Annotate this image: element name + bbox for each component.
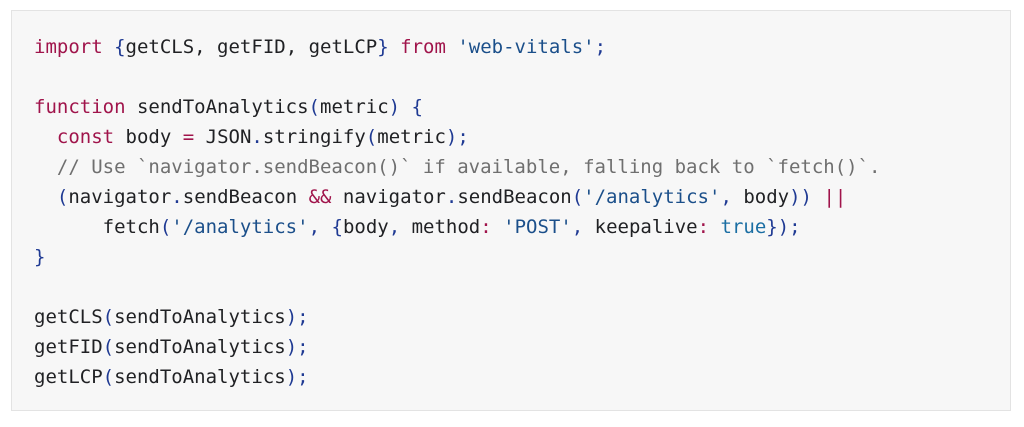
code-token (812, 186, 823, 208)
code-token: { (411, 96, 423, 118)
code-token: . (445, 186, 458, 208)
code-token: getFID (34, 336, 103, 358)
code-token: sendToAnalytics (114, 306, 286, 328)
code-line: } (34, 242, 1010, 272)
code-line: // Use `navigator.sendBeacon()` if avail… (34, 152, 1010, 182)
code-token: getLCP (34, 366, 103, 388)
code-token: , (571, 216, 584, 238)
code-token: }); (766, 216, 801, 238)
code-block: import {getCLS, getFID, getLCP} from 'we… (11, 10, 1011, 411)
code-token: ; (297, 336, 309, 358)
code-line: import {getCLS, getFID, getLCP} from 'we… (34, 32, 1010, 62)
code-token (320, 216, 331, 238)
code-token: : (480, 216, 492, 238)
code-token (103, 36, 114, 58)
code-token (446, 36, 457, 58)
code-token: ; (297, 306, 309, 328)
code-token: } (34, 246, 46, 268)
code-token (34, 186, 57, 208)
code-token: JSON (194, 126, 252, 148)
code-token: body (114, 126, 183, 148)
code-token: ) (285, 306, 298, 328)
code-token: import (34, 36, 103, 58)
code-token: body (342, 216, 389, 238)
code-token: ( (365, 126, 378, 148)
code-lines: import {getCLS, getFID, getLCP} from 'we… (34, 32, 1010, 392)
code-token: sendToAnalytics (114, 366, 286, 388)
code-token: 'POST' (503, 216, 572, 238)
code-token: getCLS, getFID, getLCP (125, 36, 378, 58)
code-token: ) (445, 126, 458, 148)
code-token (400, 96, 411, 118)
code-line: const body = JSON.stringify(metric); (34, 122, 1010, 152)
code-token: ) (285, 336, 298, 358)
code-token: . (251, 126, 263, 148)
code-token (709, 216, 720, 238)
code-token: fetch (34, 216, 160, 238)
code-token: sendToAnalytics (114, 336, 286, 358)
code-token: keepalive (583, 216, 698, 238)
code-line: function sendToAnalytics(metric) { (34, 92, 1010, 122)
code-token: , (388, 216, 401, 238)
code-token: sendBeacon (457, 186, 572, 208)
code-token: ( (571, 186, 584, 208)
code-token: ; (594, 36, 607, 58)
code-token: : (697, 216, 710, 238)
code-token: ( (159, 216, 172, 238)
code-token: '/analytics' (583, 186, 721, 208)
code-token: getCLS (34, 306, 103, 328)
code-token: // Use `navigator.sendBeacon()` if avail… (34, 156, 881, 178)
code-token: , (720, 186, 732, 208)
code-token: metric (320, 96, 389, 118)
code-line: ​ (34, 62, 1010, 92)
code-token: sendToAnalytics (125, 96, 309, 118)
code-token: const (56, 126, 115, 148)
code-token: } (377, 36, 389, 58)
code-token: ( (102, 366, 115, 388)
code-token: , (308, 216, 321, 238)
code-token: && (308, 186, 332, 208)
code-token: navigator (68, 186, 172, 208)
code-token: || (823, 186, 847, 208)
code-token: method (400, 216, 481, 238)
code-line: fetch('/analytics', {body, method: 'POST… (34, 212, 1010, 242)
code-token: ) (388, 96, 401, 118)
code-token: = (182, 126, 195, 148)
code-token: )) (789, 186, 812, 208)
code-line: (navigator.sendBeacon && navigator.sendB… (34, 182, 1010, 212)
code-token: from (400, 36, 446, 58)
code-token: metric (377, 126, 446, 148)
code-token: . (171, 186, 183, 208)
code-token (492, 216, 503, 238)
code-token: true (720, 216, 767, 238)
code-token: stringify (262, 126, 366, 148)
code-token: ( (308, 96, 320, 118)
code-token (34, 126, 57, 148)
code-token: ) (285, 366, 298, 388)
code-token: ( (56, 186, 69, 208)
code-token (389, 36, 400, 58)
code-line: ​ (34, 272, 1010, 302)
code-token: navigator (331, 186, 446, 208)
code-line: getCLS(sendToAnalytics); (34, 302, 1010, 332)
code-token: function (34, 96, 126, 118)
code-token: { (114, 36, 126, 58)
code-token: ; (297, 366, 309, 388)
code-token: ( (102, 336, 115, 358)
code-token: ; (457, 126, 469, 148)
code-token: '/analytics' (171, 216, 309, 238)
code-token: ( (102, 306, 115, 328)
code-token: 'web-vitals' (457, 36, 595, 58)
code-line: getFID(sendToAnalytics); (34, 332, 1010, 362)
code-token: body (731, 186, 790, 208)
code-token: sendBeacon (182, 186, 309, 208)
code-token: { (331, 216, 343, 238)
code-line: getLCP(sendToAnalytics); (34, 362, 1010, 392)
